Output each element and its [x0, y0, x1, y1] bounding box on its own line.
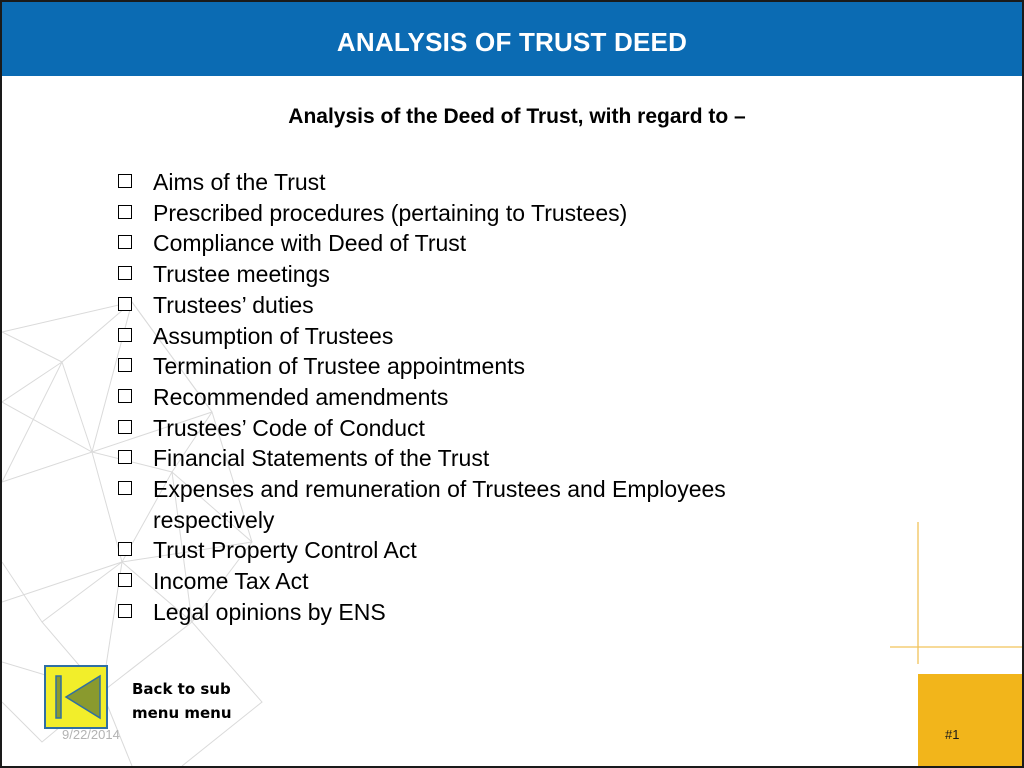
list-item-text: Legal opinions by ENS — [153, 598, 386, 625]
list-item: Expenses and remuneration of Trustees an… — [115, 474, 815, 535]
list-item: Recommended amendments — [115, 382, 815, 413]
list-item-text: Aims of the Trust — [153, 169, 326, 195]
list-item: Income Tax Act — [115, 566, 815, 597]
back-button[interactable] — [44, 665, 108, 729]
list-item-text: Trust Property Control Act — [153, 537, 417, 564]
list-item: Aims of the Trust — [115, 167, 815, 198]
list-item-text: Income Tax Act — [153, 568, 309, 595]
list-item-text: Trustees’ Code of Conduct — [153, 414, 425, 441]
list-item: Legal opinions by ENS — [115, 597, 815, 628]
back-to-submenu-link[interactable]: Back to sub menu menu — [132, 680, 232, 722]
checkbox-bullet-icon — [118, 358, 134, 375]
checkbox-bullet-icon — [118, 450, 134, 467]
back-arrow-icon — [55, 674, 101, 720]
list-item-text: Assumption of Trustees — [153, 322, 394, 349]
checkbox-bullet-icon — [118, 603, 134, 620]
checkbox-bullet-icon — [118, 388, 134, 405]
slide-title: ANALYSIS OF TRUST DEED — [336, 27, 688, 57]
list-item: Prescribed procedures (pertaining to Tru… — [115, 198, 815, 229]
accent-gold-block — [918, 674, 1022, 766]
checkbox-bullet-icon — [118, 266, 134, 283]
list-item-text: Expenses and remuneration of Trustees an… — [153, 476, 726, 533]
slide-number: #1 — [945, 727, 960, 742]
checkbox-bullet-icon — [118, 542, 134, 559]
checkbox-bullet-icon — [118, 419, 134, 436]
list-item-text: Recommended amendments — [153, 383, 449, 410]
bullet-list: Aims of the Trust Prescribed procedures … — [115, 167, 815, 628]
checkbox-bullet-icon — [118, 327, 134, 344]
slide-subtitle: Analysis of the Deed of Trust, with rega… — [288, 105, 746, 128]
slide-date: 9/22/2014 — [62, 727, 120, 742]
list-item: Assumption of Trustees — [115, 321, 815, 352]
checkbox-bullet-icon — [118, 296, 134, 313]
list-item: Trustee meetings — [115, 259, 815, 290]
list-item: Trust Property Control Act — [115, 535, 815, 566]
list-item-text: Trustee meetings — [153, 261, 330, 288]
checkbox-bullet-icon — [118, 235, 134, 252]
list-item-text: Prescribed procedures (pertaining to Tru… — [153, 199, 628, 226]
list-item-text: Termination of Trustee appointments — [153, 353, 526, 380]
title-bar — [2, 2, 1022, 76]
list-item: Trustees’ Code of Conduct — [115, 413, 815, 444]
list-item: Trustees’ duties — [115, 290, 815, 321]
list-item: Financial Statements of the Trust — [115, 443, 815, 474]
list-item-text: Trustees’ duties — [153, 291, 314, 318]
list-item: Termination of Trustee appointments — [115, 351, 815, 382]
checkbox-bullet-icon — [118, 174, 134, 190]
checkbox-bullet-icon — [118, 204, 134, 221]
list-item: Compliance with Deed of Trust — [115, 228, 815, 259]
list-item-text: Financial Statements of the Trust — [153, 445, 490, 472]
checkbox-bullet-icon — [118, 481, 134, 498]
checkbox-bullet-icon — [118, 573, 134, 590]
list-item-text: Compliance with Deed of Trust — [153, 230, 467, 257]
